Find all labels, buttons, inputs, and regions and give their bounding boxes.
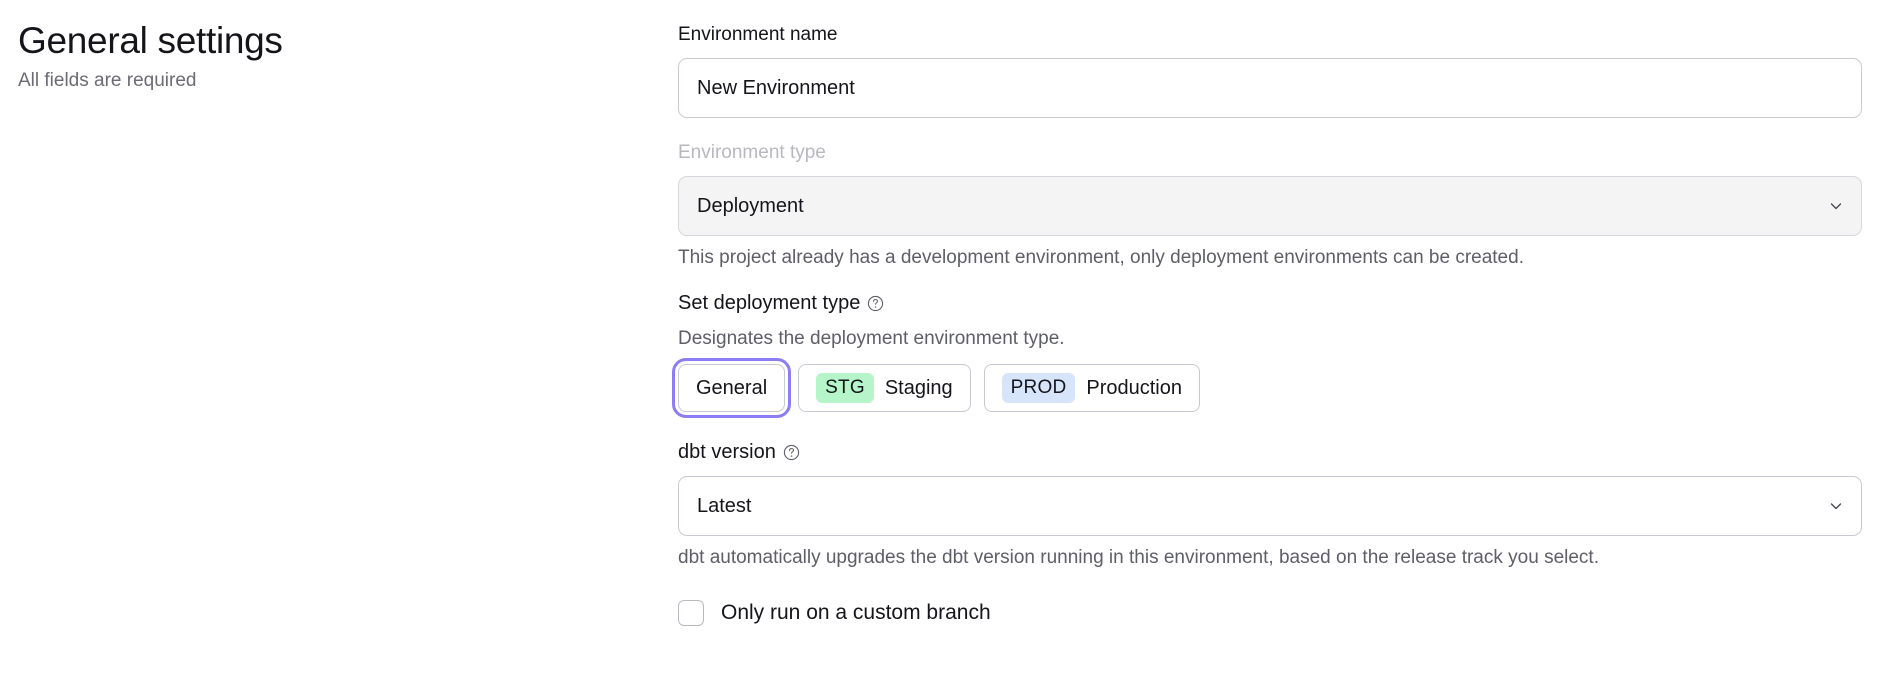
deployment-type-option-production-label: Production xyxy=(1086,376,1182,399)
deployment-type-option-staging-label: Staging xyxy=(884,376,953,399)
help-circle-icon[interactable] xyxy=(783,444,800,461)
environment-type-help-text: This project already has a development e… xyxy=(678,247,1524,268)
help-circle-icon[interactable] xyxy=(867,295,884,312)
deployment-type-label: Set deployment type xyxy=(678,292,861,314)
environment-type-select-wrapper: Deployment xyxy=(678,176,1862,236)
environment-type-select[interactable]: Deployment xyxy=(678,176,1862,236)
staging-badge: STG xyxy=(816,373,874,403)
environment-type-field: Environment type Deployment This project… xyxy=(678,140,1862,271)
environment-name-input[interactable] xyxy=(678,58,1862,118)
production-badge: PROD xyxy=(1001,373,1076,403)
deployment-type-option-general[interactable]: General xyxy=(671,358,792,418)
dbt-version-select-wrapper: Latest xyxy=(678,476,1862,536)
environment-type-value: Deployment xyxy=(697,194,804,217)
deployment-type-option-production[interactable]: PROD Production xyxy=(983,364,1200,412)
page-title: General settings xyxy=(18,20,283,61)
deployment-type-header: Set deployment type xyxy=(678,289,1862,317)
environment-name-label: Environment name xyxy=(678,24,838,45)
environment-name-field: Environment name xyxy=(678,22,1862,118)
page-subtitle: All fields are required xyxy=(18,70,197,91)
dbt-version-help-text: dbt automatically upgrades the dbt versi… xyxy=(678,547,1599,568)
settings-header: General settings All fields are required xyxy=(18,18,538,94)
deployment-type-options: General STG Staging PROD Production xyxy=(671,358,1862,418)
deployment-type-option-general-label: General xyxy=(696,376,768,399)
dbt-version-header: dbt version xyxy=(678,438,1862,466)
custom-branch-checkbox[interactable] xyxy=(678,600,704,626)
deployment-type-description: Designates the deployment environment ty… xyxy=(678,328,1065,349)
settings-form: Environment name Environment type Deploy… xyxy=(671,22,1862,627)
deployment-type-field: Set deployment type Designates the deplo… xyxy=(671,289,1862,418)
custom-branch-label[interactable]: Only run on a custom branch xyxy=(721,601,991,624)
deployment-type-option-staging[interactable]: STG Staging xyxy=(798,364,971,412)
custom-branch-field: Only run on a custom branch xyxy=(678,599,1862,627)
dbt-version-value: Latest xyxy=(697,494,752,517)
dbt-version-field: dbt version Latest xyxy=(678,438,1862,571)
dbt-version-select[interactable]: Latest xyxy=(678,476,1862,536)
dbt-version-label: dbt version xyxy=(678,441,776,463)
environment-type-label: Environment type xyxy=(678,142,826,163)
